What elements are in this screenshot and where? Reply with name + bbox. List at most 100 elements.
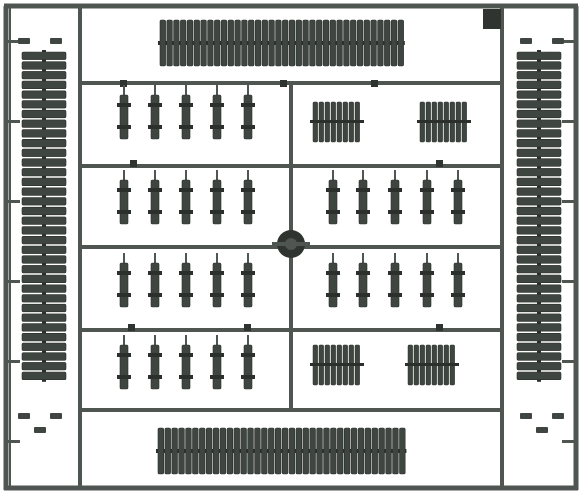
gate-nub-4 bbox=[436, 324, 443, 331]
track-link bbox=[200, 19, 207, 67]
track-link bbox=[422, 262, 432, 308]
link-tooth bbox=[388, 188, 402, 192]
single-link bbox=[210, 170, 224, 225]
track-link bbox=[21, 352, 67, 361]
track-link bbox=[21, 71, 67, 80]
track-link bbox=[516, 168, 562, 177]
track-link bbox=[181, 94, 191, 140]
track-link bbox=[516, 274, 562, 284]
loose-link-0 bbox=[50, 38, 62, 44]
single-link bbox=[241, 170, 255, 225]
track-link bbox=[181, 179, 191, 225]
link-tooth bbox=[148, 353, 162, 357]
link-tooth bbox=[326, 188, 340, 192]
link-tooth bbox=[117, 271, 131, 275]
single-link bbox=[179, 253, 193, 308]
track-link bbox=[21, 109, 67, 119]
track-link bbox=[21, 226, 67, 235]
track-link bbox=[21, 158, 67, 167]
track-link bbox=[243, 344, 253, 390]
track-link bbox=[384, 19, 391, 67]
link-tooth bbox=[117, 353, 131, 357]
track-link bbox=[350, 427, 358, 475]
link-gate bbox=[426, 253, 428, 263]
track-link bbox=[21, 129, 67, 138]
single-link bbox=[326, 253, 340, 308]
link-tooth bbox=[179, 375, 193, 379]
loose-link-3 bbox=[536, 427, 548, 433]
track-link bbox=[21, 265, 67, 274]
link-gate bbox=[216, 335, 218, 345]
single-link bbox=[179, 335, 193, 390]
link-tooth bbox=[148, 271, 162, 275]
link-tooth bbox=[117, 188, 131, 192]
track-link bbox=[302, 19, 309, 67]
track-link bbox=[21, 236, 67, 245]
side-stub-left-4 bbox=[6, 360, 20, 363]
track-link bbox=[181, 344, 191, 390]
loose-link-3 bbox=[520, 413, 532, 419]
track-link bbox=[516, 323, 562, 332]
link-tooth bbox=[210, 210, 224, 214]
link-tooth bbox=[148, 210, 162, 214]
link-tooth bbox=[148, 125, 162, 129]
side-stub-left-1 bbox=[6, 120, 20, 123]
track-link bbox=[206, 427, 213, 475]
link-tooth bbox=[326, 271, 340, 275]
track-link bbox=[268, 427, 275, 475]
single-link bbox=[210, 85, 224, 140]
track-link bbox=[21, 177, 67, 187]
sprue-hub bbox=[272, 230, 310, 258]
track-link bbox=[243, 179, 253, 225]
cluster-bar bbox=[405, 363, 459, 366]
single-link bbox=[117, 335, 131, 390]
link-tooth bbox=[210, 375, 224, 379]
loose-link-1 bbox=[34, 427, 46, 433]
track-link bbox=[193, 19, 200, 67]
track-link bbox=[399, 427, 406, 475]
loose-link-3 bbox=[552, 413, 564, 419]
track-link bbox=[329, 19, 336, 67]
single-link bbox=[356, 170, 370, 225]
track-link bbox=[150, 262, 160, 308]
link-tooth bbox=[179, 271, 193, 275]
track-block-top bbox=[158, 19, 405, 67]
link-gate bbox=[154, 253, 156, 263]
track-link bbox=[516, 197, 562, 206]
single-link bbox=[356, 253, 370, 308]
link-gate bbox=[362, 170, 364, 180]
link-gate bbox=[216, 170, 218, 180]
track-link bbox=[385, 427, 392, 475]
track-link bbox=[516, 119, 562, 128]
track-link bbox=[226, 427, 233, 475]
loose-link-1 bbox=[50, 413, 62, 419]
track-link bbox=[323, 427, 330, 475]
link-gate bbox=[185, 335, 187, 345]
track-link bbox=[453, 179, 463, 225]
link-gate bbox=[154, 170, 156, 180]
track-link bbox=[173, 19, 180, 67]
link-gate bbox=[216, 253, 218, 263]
link-tooth bbox=[117, 375, 131, 379]
link-cluster-4 bbox=[405, 344, 459, 386]
track-link bbox=[322, 19, 330, 67]
link-tooth bbox=[148, 293, 162, 297]
link-tooth bbox=[241, 125, 255, 129]
link-tooth bbox=[241, 293, 255, 297]
track-link bbox=[516, 61, 562, 70]
track-link bbox=[150, 344, 160, 390]
link-gate bbox=[123, 253, 125, 263]
track-link bbox=[21, 255, 67, 264]
track-link bbox=[21, 197, 67, 206]
track-link bbox=[343, 427, 351, 475]
cluster-bar bbox=[310, 120, 364, 123]
link-tooth bbox=[420, 210, 434, 214]
link-gate bbox=[394, 253, 396, 263]
single-link bbox=[179, 85, 193, 140]
track-link bbox=[21, 148, 67, 157]
gate-nub-2 bbox=[128, 324, 135, 331]
link-tooth bbox=[179, 210, 193, 214]
single-link bbox=[451, 170, 465, 225]
single-link bbox=[388, 170, 402, 225]
link-tooth bbox=[241, 353, 255, 357]
